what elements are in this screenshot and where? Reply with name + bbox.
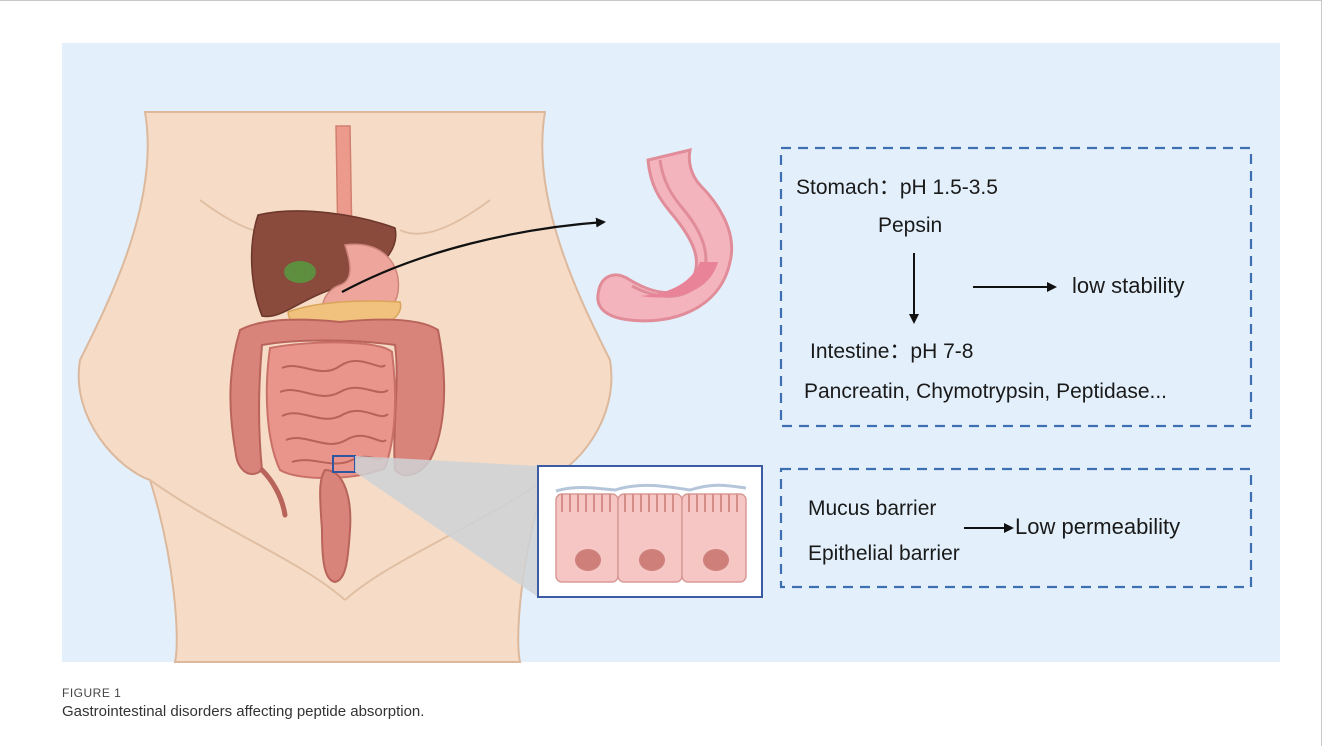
intestine-enzymes-text: Pancreatin, Chymotrypsin, Peptidase...: [804, 380, 1167, 403]
gallbladder: [284, 261, 316, 283]
epithelium-inset: [538, 466, 762, 597]
pepsin-text: Pepsin: [878, 214, 942, 237]
figure-caption: Gastrointestinal disorders affecting pep…: [62, 703, 424, 720]
rectum: [320, 470, 350, 582]
stomach-ph-text: Stomach：pH 1.5-3.5: [796, 176, 998, 199]
figure-label: FIGURE 1: [62, 686, 121, 700]
mucus-barrier-text: Mucus barrier: [808, 497, 936, 520]
low-stability-text: low stability: [1072, 273, 1184, 298]
low-permeability-text: Low permeability: [1015, 514, 1180, 539]
intestine-ph-text: Intestine：pH 7-8: [810, 340, 973, 363]
stomach-icon: [598, 150, 732, 321]
epithelial-barrier-text: Epithelial barrier: [808, 542, 960, 565]
